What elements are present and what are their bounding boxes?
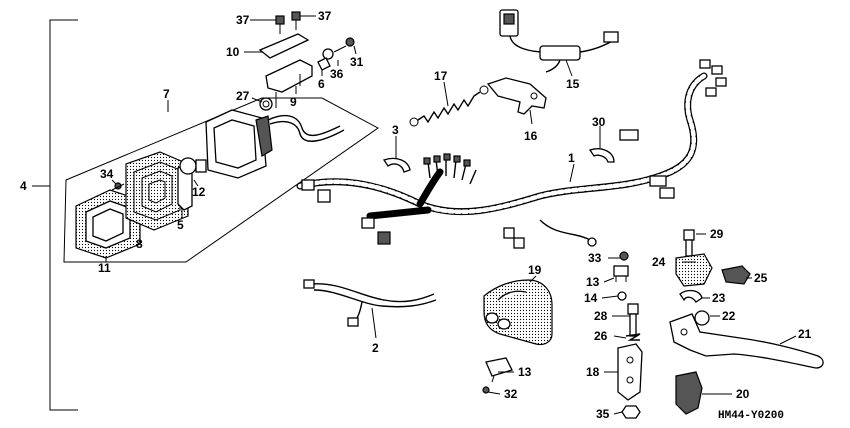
label-37-left: 37 [236, 13, 250, 27]
label-36: 36 [330, 67, 344, 81]
label-21: 21 [798, 327, 812, 341]
part-labels: 1 2 3 4 5 6 7 8 9 10 11 12 13 13 14 15 1… [20, 9, 812, 422]
label-27: 27 [236, 89, 250, 103]
label-18: 18 [586, 365, 600, 379]
upper-bracket [258, 33, 310, 59]
bolt-37-right [291, 11, 301, 30]
label-35: 35 [596, 407, 610, 421]
label-14: 14 [584, 291, 598, 305]
sub-harness [303, 279, 437, 327]
main-wire-harness [296, 59, 727, 249]
switch-15 [499, 9, 619, 73]
switch-13-lower [485, 357, 513, 383]
clip-23 [679, 289, 703, 303]
label-22: 22 [722, 309, 736, 323]
label-10: 10 [226, 45, 240, 59]
harness-connectors [301, 59, 727, 249]
label-15: 15 [566, 77, 580, 91]
clamp-3 [382, 157, 411, 173]
label-4: 4 [20, 179, 27, 193]
headlight-reflector [125, 151, 189, 231]
label-7: 7 [163, 87, 170, 101]
headlight-rim [75, 189, 141, 259]
label-5: 5 [177, 218, 184, 232]
label-9: 9 [290, 95, 297, 109]
label-28: 28 [594, 309, 608, 323]
label-33: 33 [588, 251, 602, 265]
headlight-bulb [179, 157, 207, 175]
headlight-bracket [265, 59, 313, 108]
label-19: 19 [528, 263, 542, 277]
label-13-upper: 13 [586, 275, 600, 289]
bracket-18 [617, 343, 643, 401]
label-37-right: 37 [318, 9, 332, 23]
leader-lines [105, 15, 797, 415]
label-24: 24 [652, 255, 666, 269]
switch-13-upper [613, 265, 629, 282]
label-25: 25 [754, 271, 768, 285]
label-30: 30 [592, 115, 606, 129]
bracket-16 [486, 77, 547, 115]
label-8: 8 [136, 237, 143, 251]
terminal-bundle [423, 153, 477, 185]
cover-25 [721, 265, 751, 285]
bracket-24 [675, 253, 713, 287]
label-13-lower: 13 [518, 365, 532, 379]
washer [322, 48, 334, 60]
label-11: 11 [98, 261, 111, 275]
pivot-22 [694, 310, 710, 326]
label-29: 29 [710, 227, 724, 241]
return-spring [409, 85, 489, 127]
label-6: 6 [318, 77, 325, 91]
bolt-28 [627, 303, 639, 337]
label-17: 17 [434, 69, 448, 83]
headlight-housing [205, 109, 345, 179]
headlight-assembly [63, 11, 379, 263]
holder-20 [675, 371, 703, 415]
bolt-33 [619, 251, 629, 261]
bolt-31 [333, 37, 355, 53]
label-34: 34 [100, 167, 114, 181]
screw-32 [482, 386, 490, 394]
label-16: 16 [524, 129, 538, 143]
label-3: 3 [392, 123, 399, 137]
label-12: 12 [192, 185, 206, 199]
label-31: 31 [350, 55, 364, 69]
bolt-29 [683, 229, 695, 257]
label-32: 32 [504, 387, 518, 401]
nut [317, 57, 331, 71]
label-23: 23 [712, 291, 726, 305]
diagram-code: HM44-Y0200 [718, 410, 784, 422]
label-26: 26 [594, 329, 608, 343]
spring-26 [625, 333, 641, 341]
clamp-30 [588, 148, 615, 163]
label-2: 2 [372, 341, 379, 355]
bolt-37-left [275, 15, 285, 34]
group-bracket-4 [32, 19, 78, 411]
adjust-screw [111, 182, 125, 191]
lever-21 [669, 313, 824, 369]
label-20: 20 [736, 387, 750, 401]
nut-35 [621, 405, 641, 419]
cover-19 [483, 279, 553, 346]
label-1: 1 [568, 151, 575, 165]
nut-14 [617, 291, 627, 301]
spring-nut [259, 97, 273, 111]
